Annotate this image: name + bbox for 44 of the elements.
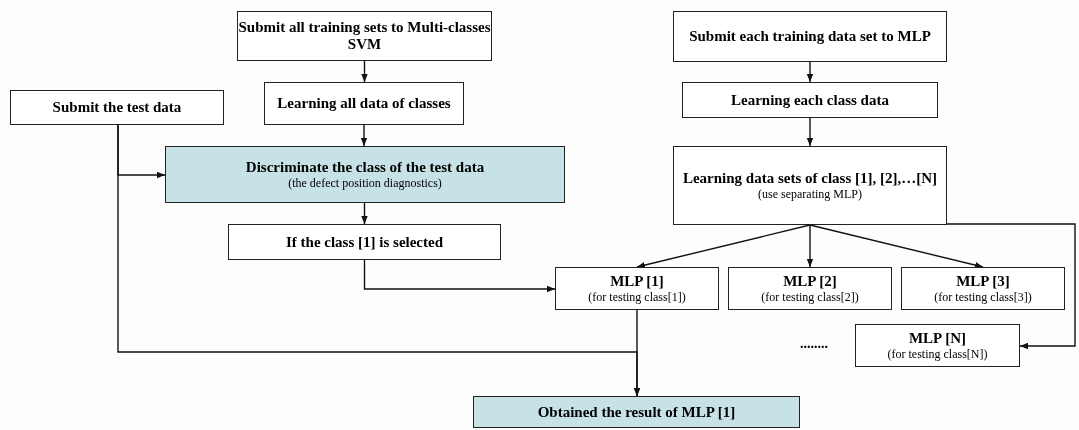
box-subtitle: (for testing class[1]) <box>588 290 686 304</box>
process-box <box>901 267 1065 310</box>
process-box <box>673 11 947 62</box>
box-subtitle: (the defect position diagnostics) <box>288 176 442 190</box>
box-subtitle: (for testing class[2]) <box>761 290 859 304</box>
box-text: Learning each class data <box>731 91 889 109</box>
process-box <box>10 90 224 125</box>
arrow <box>633 309 641 397</box>
process-box <box>682 82 938 118</box>
process-box <box>728 267 892 310</box>
process-box <box>165 146 565 203</box>
arrow <box>806 61 814 83</box>
box-text: Obtained the result of MLP [1] <box>537 403 736 421</box>
box-text: Discriminate the class of the test data <box>245 159 485 176</box>
arrow <box>806 224 814 268</box>
arrow <box>360 124 368 147</box>
process-box <box>264 82 464 125</box>
arrow <box>806 117 814 147</box>
arrow <box>636 224 811 269</box>
arrow <box>363 259 556 293</box>
arrow <box>361 60 368 83</box>
process-box <box>555 267 719 310</box>
box-text: Submit all training sets to Multi-classes SVM <box>238 19 491 53</box>
process-box <box>228 224 501 260</box>
arrow <box>361 202 368 225</box>
arrow <box>809 224 984 269</box>
process-box <box>855 324 1020 367</box>
box-text: Learning data sets of class [1], [2],…[N] <box>682 170 938 187</box>
arrow <box>946 223 1076 350</box>
box-text: MLP [2] <box>783 273 837 290</box>
box-text: Learning all data of classes <box>277 95 451 112</box>
process-box <box>237 11 492 61</box>
box-text: MLP [1] <box>610 273 664 290</box>
process-box <box>673 146 947 225</box>
box-text: If the class [1] is selected <box>285 233 443 251</box>
box-text: Submit the test data <box>52 99 182 116</box>
box-subtitle: (use separating MLP) <box>758 187 862 201</box>
process-box <box>473 396 800 428</box>
box-text: MLP [3] <box>956 273 1010 290</box>
box-subtitle: (for testing class[3]) <box>934 290 1032 304</box>
box-text: Submit each training data set to MLP <box>689 28 931 45</box>
box-text: MLP [N] <box>908 330 967 347</box>
ellipsis-text: ........ <box>800 336 828 352</box>
box-subtitle: (for testing class[N]) <box>887 347 988 361</box>
